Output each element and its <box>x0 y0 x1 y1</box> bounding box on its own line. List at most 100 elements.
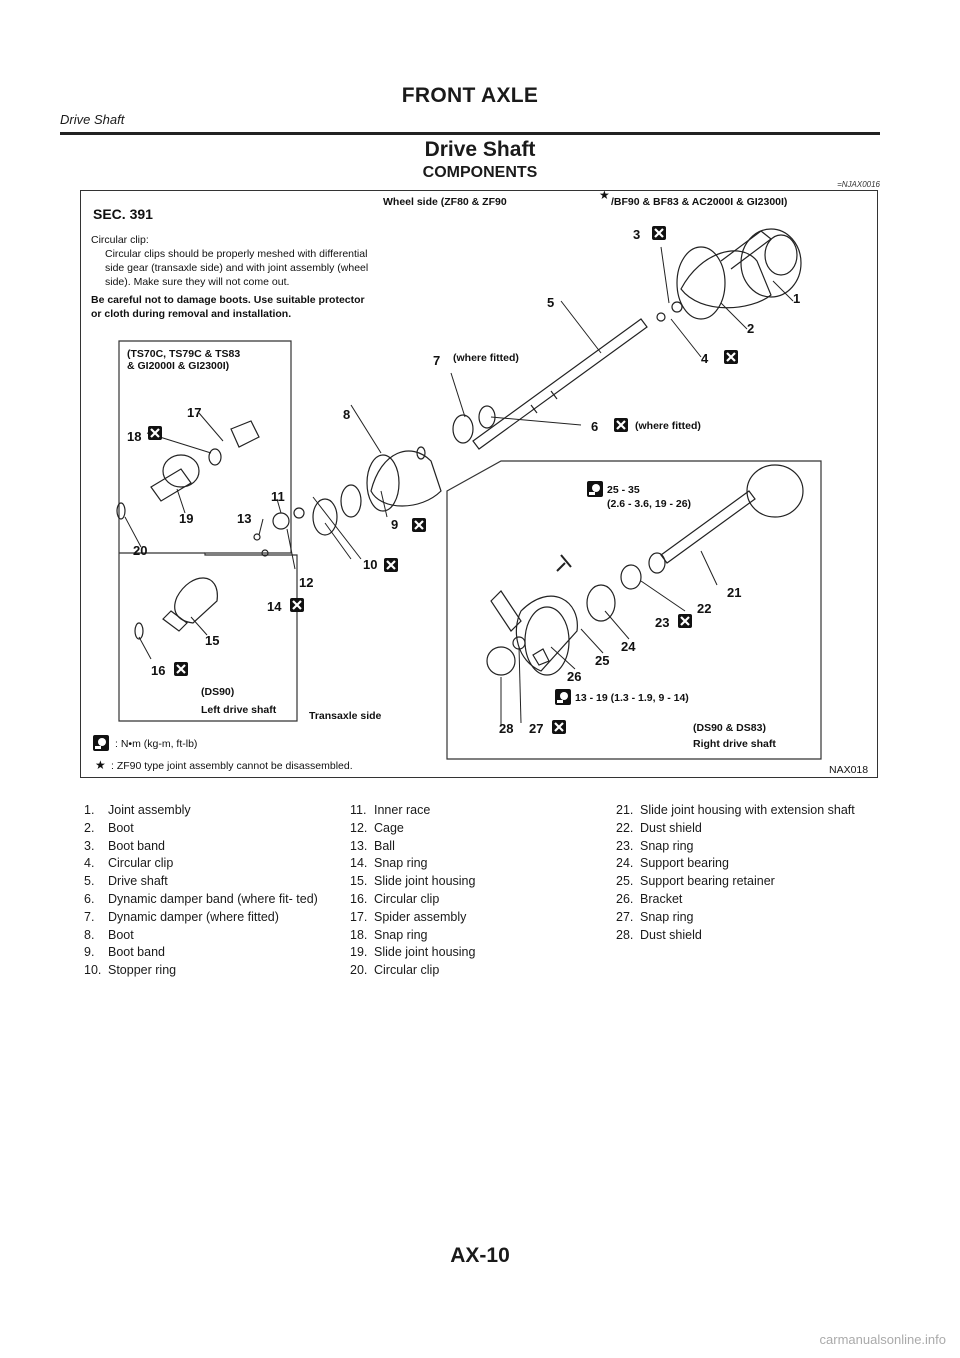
legend-torque: : N•m (kg-m, ft-lb) <box>115 738 197 750</box>
part-name: Snap ring <box>640 909 694 924</box>
figure-code: NAX018 <box>829 764 868 776</box>
parts-list-item: 2.Boot <box>84 820 324 838</box>
x-mark-icon <box>722 348 740 366</box>
part-name: Boot band <box>108 838 165 853</box>
left-variant-frame <box>118 340 298 722</box>
part-number: 28. <box>616 927 634 942</box>
part-number: 10. <box>84 963 102 978</box>
star-mark: ★ <box>599 191 610 202</box>
part-name: Spider assembly <box>374 909 467 924</box>
page-title: Drive Shaft <box>424 138 536 161</box>
part-number: 9. <box>84 945 95 960</box>
transaxle-side-label: Transaxle side <box>309 710 382 722</box>
ds90-83-label-2: Right drive shaft <box>693 738 776 750</box>
parts-list-item: 11.Inner race <box>350 802 590 820</box>
torque-legend-icon <box>93 735 109 751</box>
legend-star: : ZF90 type joint assembly cannot be dis… <box>111 760 353 772</box>
part-number: 7. <box>84 909 95 924</box>
part-name: Circular clip <box>108 856 174 871</box>
part-number: 19. <box>350 945 368 960</box>
torque-wrench-icon <box>555 689 571 705</box>
part-number: 4. <box>84 856 95 871</box>
caution-line-2: or cloth during removal and installation… <box>91 308 291 320</box>
part-number: 13. <box>350 838 368 853</box>
clip-line-1: Circular clips should be properly meshed… <box>105 248 367 260</box>
callout-3: 3 <box>633 227 640 242</box>
part-name: Slide joint housing <box>374 945 476 960</box>
parts-list-item: 18.Snap ring <box>350 927 590 945</box>
section-title: COMPONENTS <box>422 164 538 181</box>
x-mark-icon <box>146 424 164 442</box>
part-number: 16. <box>350 891 368 906</box>
torque-wrench-icon <box>587 481 603 497</box>
parts-list-item: 3. Boot band <box>84 838 324 856</box>
parts-list-item: 10.Stopper ring <box>84 962 324 980</box>
callout-18: 18 <box>127 429 141 444</box>
callout-26: 26 <box>567 669 581 684</box>
ds90-83-label-1: (DS90 & DS83) <box>693 722 766 734</box>
part-name: Ball <box>374 838 395 853</box>
part-name: Slide joint housing <box>374 874 476 889</box>
callout-8: 8 <box>343 407 350 422</box>
part-number: 8. <box>84 927 95 942</box>
part-name: Circular clip <box>374 963 440 978</box>
callout-20: 20 <box>133 543 147 558</box>
x-mark-icon <box>410 516 428 534</box>
part-number: 5. <box>84 874 95 889</box>
section-id: =NJAX0016 <box>837 180 880 189</box>
variant-left-1: (TS70C, TS79C & TS83 <box>127 348 240 360</box>
callout-13: 13 <box>237 511 251 526</box>
callout-27: 27 <box>529 721 543 736</box>
part-number: 3. <box>84 838 95 853</box>
parts-list-item: 27.Snap ring <box>616 909 880 927</box>
part-number: 25. <box>616 874 634 889</box>
ds90-joint-group <box>134 577 218 640</box>
x-mark-icon <box>172 660 190 678</box>
variant-left-2: & GI2000I & GI2300I) <box>127 360 229 372</box>
callout-5: 5 <box>547 295 554 310</box>
callout-7: 7 <box>433 353 440 368</box>
parts-list-item: 28. Dust shield <box>616 927 880 945</box>
callout-24: 24 <box>621 639 636 654</box>
part-name: Slide joint housing with extension shaft <box>640 803 855 817</box>
part-name: Drive shaft <box>108 874 168 889</box>
part-name: Bracket <box>640 891 683 906</box>
parts-list-item: 5. Drive shaft <box>84 873 324 891</box>
callout-23: 23 <box>655 615 669 630</box>
parts-list-item: 4. Circular clip <box>84 855 324 873</box>
part-name: Dust shield <box>640 820 702 835</box>
x-mark-icon <box>550 718 568 736</box>
callout-14: 14 <box>267 599 282 614</box>
watermark: carmanualsonline.info <box>819 1332 946 1347</box>
part-name: Dust shield <box>640 927 702 942</box>
parts-list-item: 16.Circular clip <box>350 891 590 909</box>
parts-list-col-3: 21. Slide joint housing with extension sh… <box>616 802 880 944</box>
parts-list-item: 25. Support bearing retainer <box>616 873 880 891</box>
clip-line-3: side). Make sure they will not come out. <box>105 276 289 288</box>
part-name: Support bearing retainer <box>640 874 775 889</box>
part-number: 23. <box>616 838 634 853</box>
parts-list-item: 24.Support bearing <box>616 855 880 873</box>
x-mark-icon <box>612 416 630 434</box>
parts-list-item: 8.Boot <box>84 927 324 945</box>
parts-list-item: 22.Dust shield <box>616 820 880 838</box>
torque-2: 13 - 19 (1.3 - 1.9, 9 - 14) <box>575 692 689 704</box>
parts-list-item: 19. Slide joint housing <box>350 944 590 962</box>
header-subtitle: Drive Shaft <box>60 112 125 127</box>
part-number: 21. <box>616 803 634 817</box>
part-name: Support bearing <box>640 856 729 871</box>
parts-list-item: 26.Bracket <box>616 891 880 909</box>
callout-21: 21 <box>727 585 741 600</box>
part-number: 17. <box>350 909 368 924</box>
components-figure: SEC. 391 Wheel side (ZF80 & ZF90 ★ /BF90… <box>80 190 878 778</box>
callout-16: 16 <box>151 663 165 678</box>
sec-label: SEC. 391 <box>93 206 153 222</box>
callout-22: 22 <box>697 601 711 616</box>
parts-list-item: 9.Boot band <box>84 944 324 962</box>
x-mark-icon <box>288 596 306 614</box>
part-name: Dynamic damper (where fitted) <box>108 909 279 924</box>
callout-12: 12 <box>299 575 313 590</box>
x-mark-icon <box>676 612 694 630</box>
parts-list-item: 20.Circular clip <box>350 962 590 980</box>
x-mark-icon <box>650 224 668 242</box>
